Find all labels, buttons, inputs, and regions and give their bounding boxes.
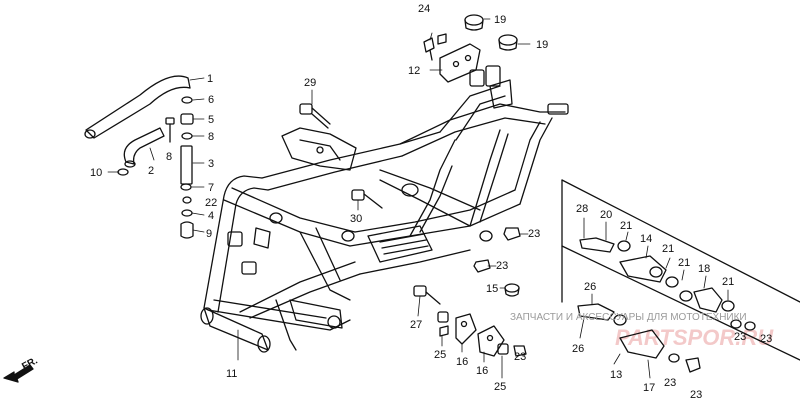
callout-29: 29 [304, 77, 316, 89]
callout-5: 5 [208, 114, 214, 126]
inset-panel [561, 179, 800, 361]
callout-23: 23 [690, 389, 702, 401]
inset-bracket-lower [577, 303, 756, 373]
callout-14: 14 [640, 233, 652, 245]
callout-15: 15 [486, 283, 498, 295]
watermark-text: ЗАПЧАСТИ И АКСЕССУАРЫ ДЛЯ МОТОТЕХНИКИ [510, 312, 747, 323]
callout-23: 23 [514, 351, 526, 363]
plate-16-a [455, 313, 477, 345]
callout-23: 23 [528, 228, 540, 240]
leader-lines [107, 18, 729, 379]
inset-bracket-upper [579, 237, 735, 313]
callout-2: 2 [148, 165, 154, 177]
main-frame [200, 65, 569, 353]
callout-30: 30 [350, 213, 362, 225]
callout-1: 1 [207, 73, 213, 85]
bolt-30 [351, 189, 383, 209]
callout-28: 28 [576, 203, 588, 215]
callout-3: 3 [208, 158, 214, 170]
callout-19: 19 [536, 39, 548, 51]
callout-6: 6 [208, 94, 214, 106]
bolt-27 [413, 285, 441, 305]
callout-8: 8 [166, 151, 172, 163]
callout-25: 25 [434, 349, 446, 361]
callout-19: 19 [494, 14, 506, 26]
front-direction-arrow [3, 364, 34, 383]
callout-21: 21 [678, 257, 690, 269]
callout-27: 27 [410, 319, 422, 331]
callout-24: 24 [418, 3, 430, 15]
callout-26: 26 [584, 281, 596, 293]
top-bracket-group [423, 14, 518, 83]
callout-16: 16 [476, 365, 488, 377]
callout-18: 18 [698, 263, 710, 275]
callout-9: 9 [206, 228, 212, 240]
bolt-29 [299, 103, 331, 129]
front-direction-label: FR. [20, 355, 40, 372]
callout-21: 21 [662, 243, 674, 255]
callout-21: 21 [722, 276, 734, 288]
callout-7: 7 [208, 182, 214, 194]
breather-hose-group [84, 75, 194, 239]
callout-4: 4 [208, 210, 214, 222]
callout-11: 11 [226, 368, 237, 380]
callout-10: 10 [90, 167, 102, 179]
callout-23: 23 [760, 333, 772, 345]
callout-23: 23 [496, 260, 508, 272]
callout-8: 8 [208, 131, 214, 143]
cap-15 [504, 283, 520, 297]
callout-26: 26 [572, 343, 584, 355]
callout-12: 12 [408, 65, 420, 77]
callout-21: 21 [620, 220, 632, 232]
nuts-23 [473, 227, 521, 273]
callout-23: 23 [734, 331, 746, 343]
nuts-25-23 [437, 311, 527, 357]
callout-13: 13 [610, 369, 622, 381]
callout-23: 23 [664, 377, 676, 389]
plate-16-b [477, 325, 505, 357]
callout-16: 16 [456, 356, 468, 368]
callout-25: 25 [494, 381, 506, 393]
watermark-logo: PARTSPOR.RU [615, 325, 774, 350]
callout-20: 20 [600, 209, 612, 221]
callout-22: 22 [205, 197, 217, 209]
callout-17: 17 [643, 382, 655, 394]
